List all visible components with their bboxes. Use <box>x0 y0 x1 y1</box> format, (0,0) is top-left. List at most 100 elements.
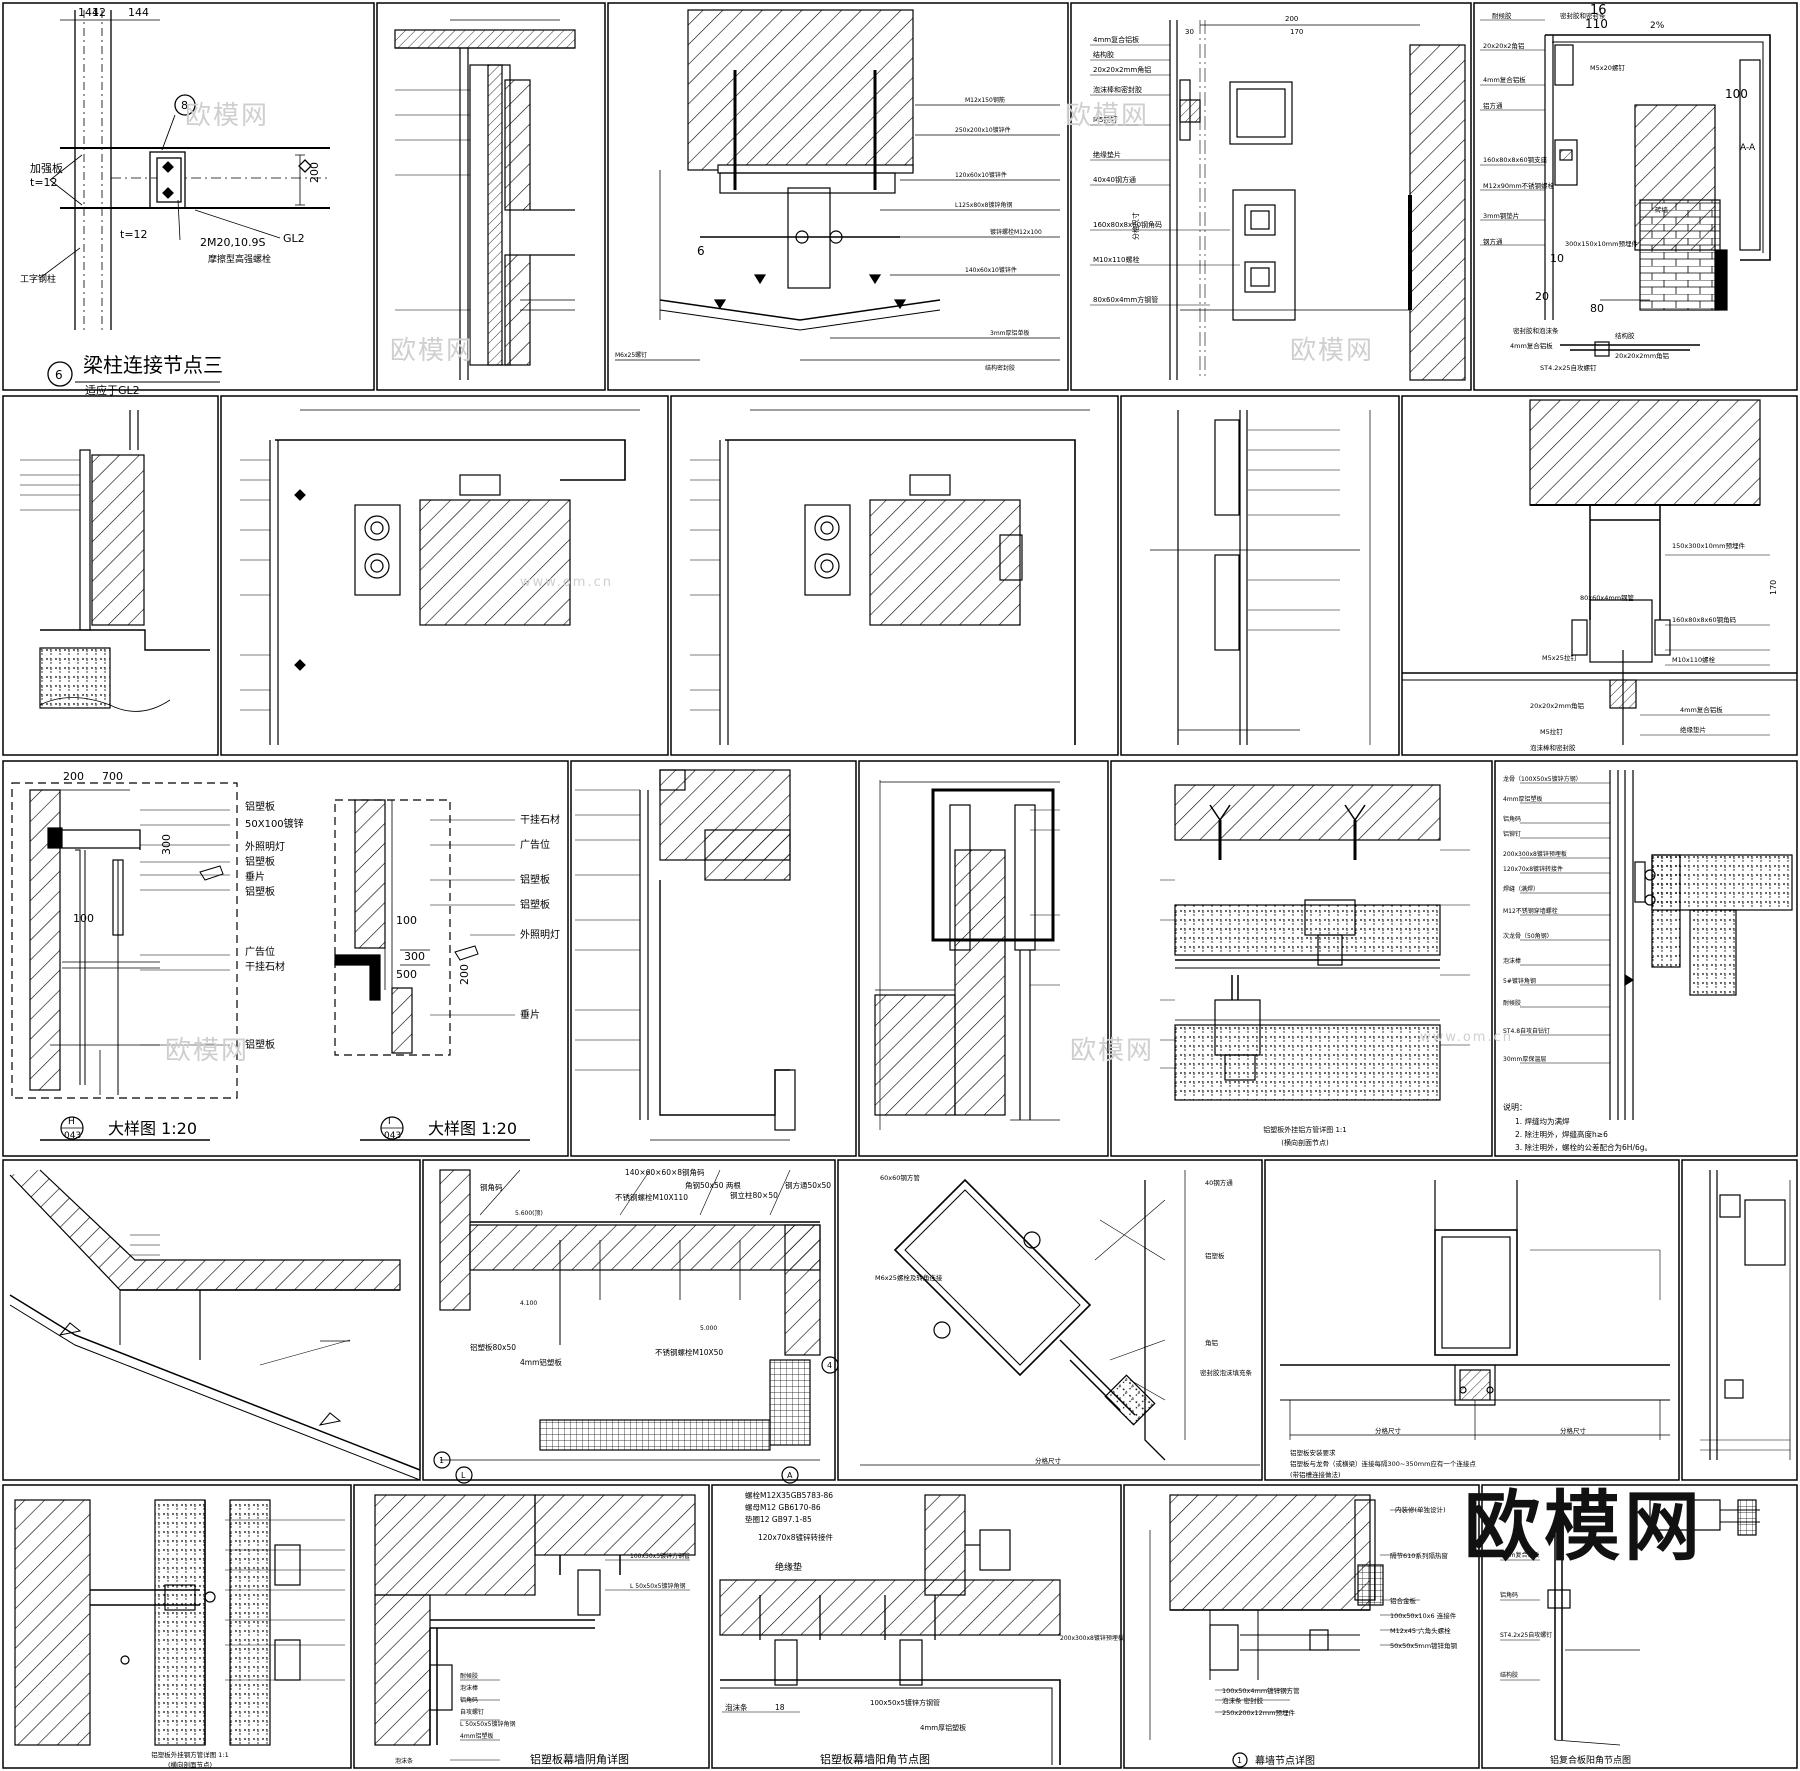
p19-bottom-1: 分格尺寸 <box>1560 1426 1587 1435</box>
p15-label-11: 耐候胶 <box>1503 999 1521 1007</box>
p10-label-7: 干挂石材 <box>245 960 285 973</box>
p15-note-1: 1. 焊缝均为满焊 <box>1515 1116 1570 1126</box>
p5-label-9: 砖墙 <box>1655 205 1669 214</box>
p17-dim-0: 5.600(顶) <box>515 1210 543 1217</box>
p25-label-2: ST4.2x25自攻螺钉 <box>1500 1631 1552 1639</box>
panel-vertical-thin <box>1700 1170 1791 1460</box>
p5-label-13: 4mm复合铝板 <box>1510 341 1553 350</box>
p10-label-2: 外照明灯 <box>245 841 285 853</box>
p3-label-2: 250x200x10镀锌件 <box>955 126 1011 134</box>
p23-top-2: 垫圈12 GB97.1-85 <box>745 1514 812 1524</box>
p5-label-5: 铝方通 <box>1483 101 1503 110</box>
p3-label-4: L125x80x8镀锌角钢 <box>955 201 1012 209</box>
p18-bottom: 分格尺寸 <box>1035 1456 1062 1465</box>
p18-label-1: 40钢方通 <box>1205 1178 1233 1187</box>
p5-label-15: 20x20x2mm角铝 <box>1615 351 1669 360</box>
p11-dim-300: 300 <box>404 950 425 963</box>
p23-label-2: 100x50x5镀锌方钢管 <box>870 1698 940 1707</box>
p3-label-6: 140x60x10镀锌件 <box>965 266 1017 274</box>
panel-aluminum-groove-joint <box>1280 1180 1670 1440</box>
p9-label-0: 150x300x10mm预埋件 <box>1672 541 1745 550</box>
p9-text: 150x300x10mm预埋件 80x60x4mm钢管 160x80x8x60钢… <box>1530 541 1778 752</box>
p9-label-2: 160x80x8x60钢角码 <box>1672 615 1737 624</box>
p10-caption: 大样图 1:20 <box>108 1119 197 1138</box>
title-number: 6 <box>55 368 63 382</box>
p15-label-12: ST4.8自攻自钻钉 <box>1503 1027 1550 1035</box>
p24-label-6: 100x50x4mm镀锌钢方管 <box>1222 1686 1300 1695</box>
p24-label-5: 50x50x5mm镀锌角钢 <box>1390 1641 1458 1650</box>
p3-label-8: M6x25螺钉 <box>615 351 647 359</box>
p9-label-4: M10x110螺栓 <box>1672 655 1716 664</box>
p4-label-1: 结构胶 <box>1093 50 1114 59</box>
p5-dim-20: 20 <box>1535 290 1549 303</box>
p5-label-11: 钢方通 <box>1483 237 1503 246</box>
p17-label-8: 不锈钢螺栓M10X50 <box>655 1347 723 1357</box>
callout-number: 8 <box>181 99 188 112</box>
p3-text: M12x150钢筋 250x200x10镀锌件 120x60x10镀锌件 L12… <box>615 96 1042 372</box>
p10-label-0: 铝塑板 <box>245 800 275 813</box>
p19-label-0: 铝塑板安装要求 <box>1290 1448 1336 1457</box>
panel-embed-plan <box>1402 399 1797 745</box>
p9-label-5: 20x20x2mm角铝 <box>1530 701 1584 710</box>
p21-text: 铝塑板外挂钢方管详图 1:1 (横向剖面节点) <box>151 1750 229 1769</box>
p18-label-2: M6x25螺栓及转角连接 <box>875 1273 943 1282</box>
p11-caption-sheet: 043 <box>384 1131 401 1141</box>
p24-label-0: 内装修(单独设计) <box>1395 1505 1446 1514</box>
p3-label-1: M12x150钢筋 <box>965 96 1005 104</box>
panel-corner-45 <box>860 1170 1260 1466</box>
p22-label-3: 泡沫棒 <box>460 1684 478 1692</box>
p24-caption: 幕墙节点详图 <box>1255 1754 1315 1767</box>
p10-label-1: 50X100镀锌 <box>245 817 304 830</box>
p10-label-4: 垂片 <box>245 870 265 883</box>
p4-label-3: 泡沫棒和密封胶 <box>1093 85 1142 94</box>
p10-dim-100: 100 <box>73 912 94 925</box>
p15-label-0: 龙骨（100X50x5镀锌方钢） <box>1503 775 1582 783</box>
p15-note-2: 2. 除注明外，焊缝高度h≥6 <box>1515 1129 1608 1139</box>
p9-label-3: M5x25拉钉 <box>1542 653 1577 662</box>
p11-caption-num: I <box>388 1117 391 1127</box>
p22-label-6: L 50x50x5镀锌角钢 <box>460 1720 515 1728</box>
p24-label-8: 250x200x12mm预埋件 <box>1222 1708 1295 1717</box>
p17-label-4: 钢立柱80×50 <box>730 1190 778 1200</box>
p23-label-1: 绝缘垫 <box>775 1561 802 1573</box>
p24-label-2: 铝合金板 <box>1390 1596 1417 1605</box>
p23-label-3: 200x300x8镀锌预埋板 <box>1060 1634 1124 1642</box>
panel-sloped-roof <box>9 1169 421 1481</box>
p24-label-3: 100x50x10x6 连接件 <box>1390 1611 1457 1620</box>
p11-label-4: 外照明灯 <box>520 929 560 941</box>
p1-text: 144 12 144 8 200 加强板 t=12 t=12 2M20,10.9… <box>20 6 321 397</box>
p4-label-0: 4mm复合铝板 <box>1093 35 1139 44</box>
p4-label-7: 160x80x8x60钢角码 <box>1093 220 1162 229</box>
p5-dim-80: 80 <box>1590 302 1604 315</box>
p15-label-2: 铝角码 <box>1503 815 1521 823</box>
p10-caption-num: H <box>68 1117 75 1127</box>
panel-vertical-section-b <box>1150 410 1371 745</box>
p22-label-1: L 50x50x5镀锌角钢 <box>630 1582 685 1590</box>
p10-dim-200: 200 <box>63 770 84 783</box>
panel-composite-outer-corner <box>1500 1499 1760 1746</box>
p22-label-5: 自攻螺钉 <box>460 1708 484 1716</box>
p11-dim-100: 100 <box>396 914 417 927</box>
p22-bottom: 泡沫条 <box>395 1757 413 1765</box>
p10-label-5: 铝塑板 <box>245 885 275 898</box>
p9-dim: 170 <box>1769 580 1778 595</box>
label-t12-b: t=12 <box>120 228 148 241</box>
p18-label-0: 60x60钢方管 <box>880 1173 920 1182</box>
p15-label-9: 泡沫棒 <box>1503 957 1521 965</box>
p15-text: 龙骨（100X50x5镀锌方钢） 4mm厚铝塑板 铝角码 铝铆钉 200x300… <box>1503 775 1652 1152</box>
panel-inside-corner <box>374 1494 696 1761</box>
dim-200: 200 <box>308 162 321 183</box>
p17-label-6: 铝塑板80x50 <box>470 1342 516 1352</box>
p4-label-8: M10x110螺栓 <box>1093 255 1139 264</box>
p25-label-3: 结构胶 <box>1500 1671 1518 1679</box>
p5-label-16: ST4.2x25自攻螺钉 <box>1540 363 1597 372</box>
p3-dim: 6 <box>697 244 705 258</box>
p24-label-7: 泡沫条 密封胶 <box>1222 1696 1264 1705</box>
panel-embed-node <box>615 9 1060 361</box>
p5-label-10: 300x150x10mm预埋件 <box>1565 239 1638 248</box>
p11-dim-500: 500 <box>396 968 417 981</box>
p9-label-6: 4mm复合铝板 <box>1680 705 1723 714</box>
label-friction-bolt: 摩擦型高强螺栓 <box>208 253 271 265</box>
p15-label-7: M12不锈钢穿墙螺栓 <box>1503 907 1558 915</box>
